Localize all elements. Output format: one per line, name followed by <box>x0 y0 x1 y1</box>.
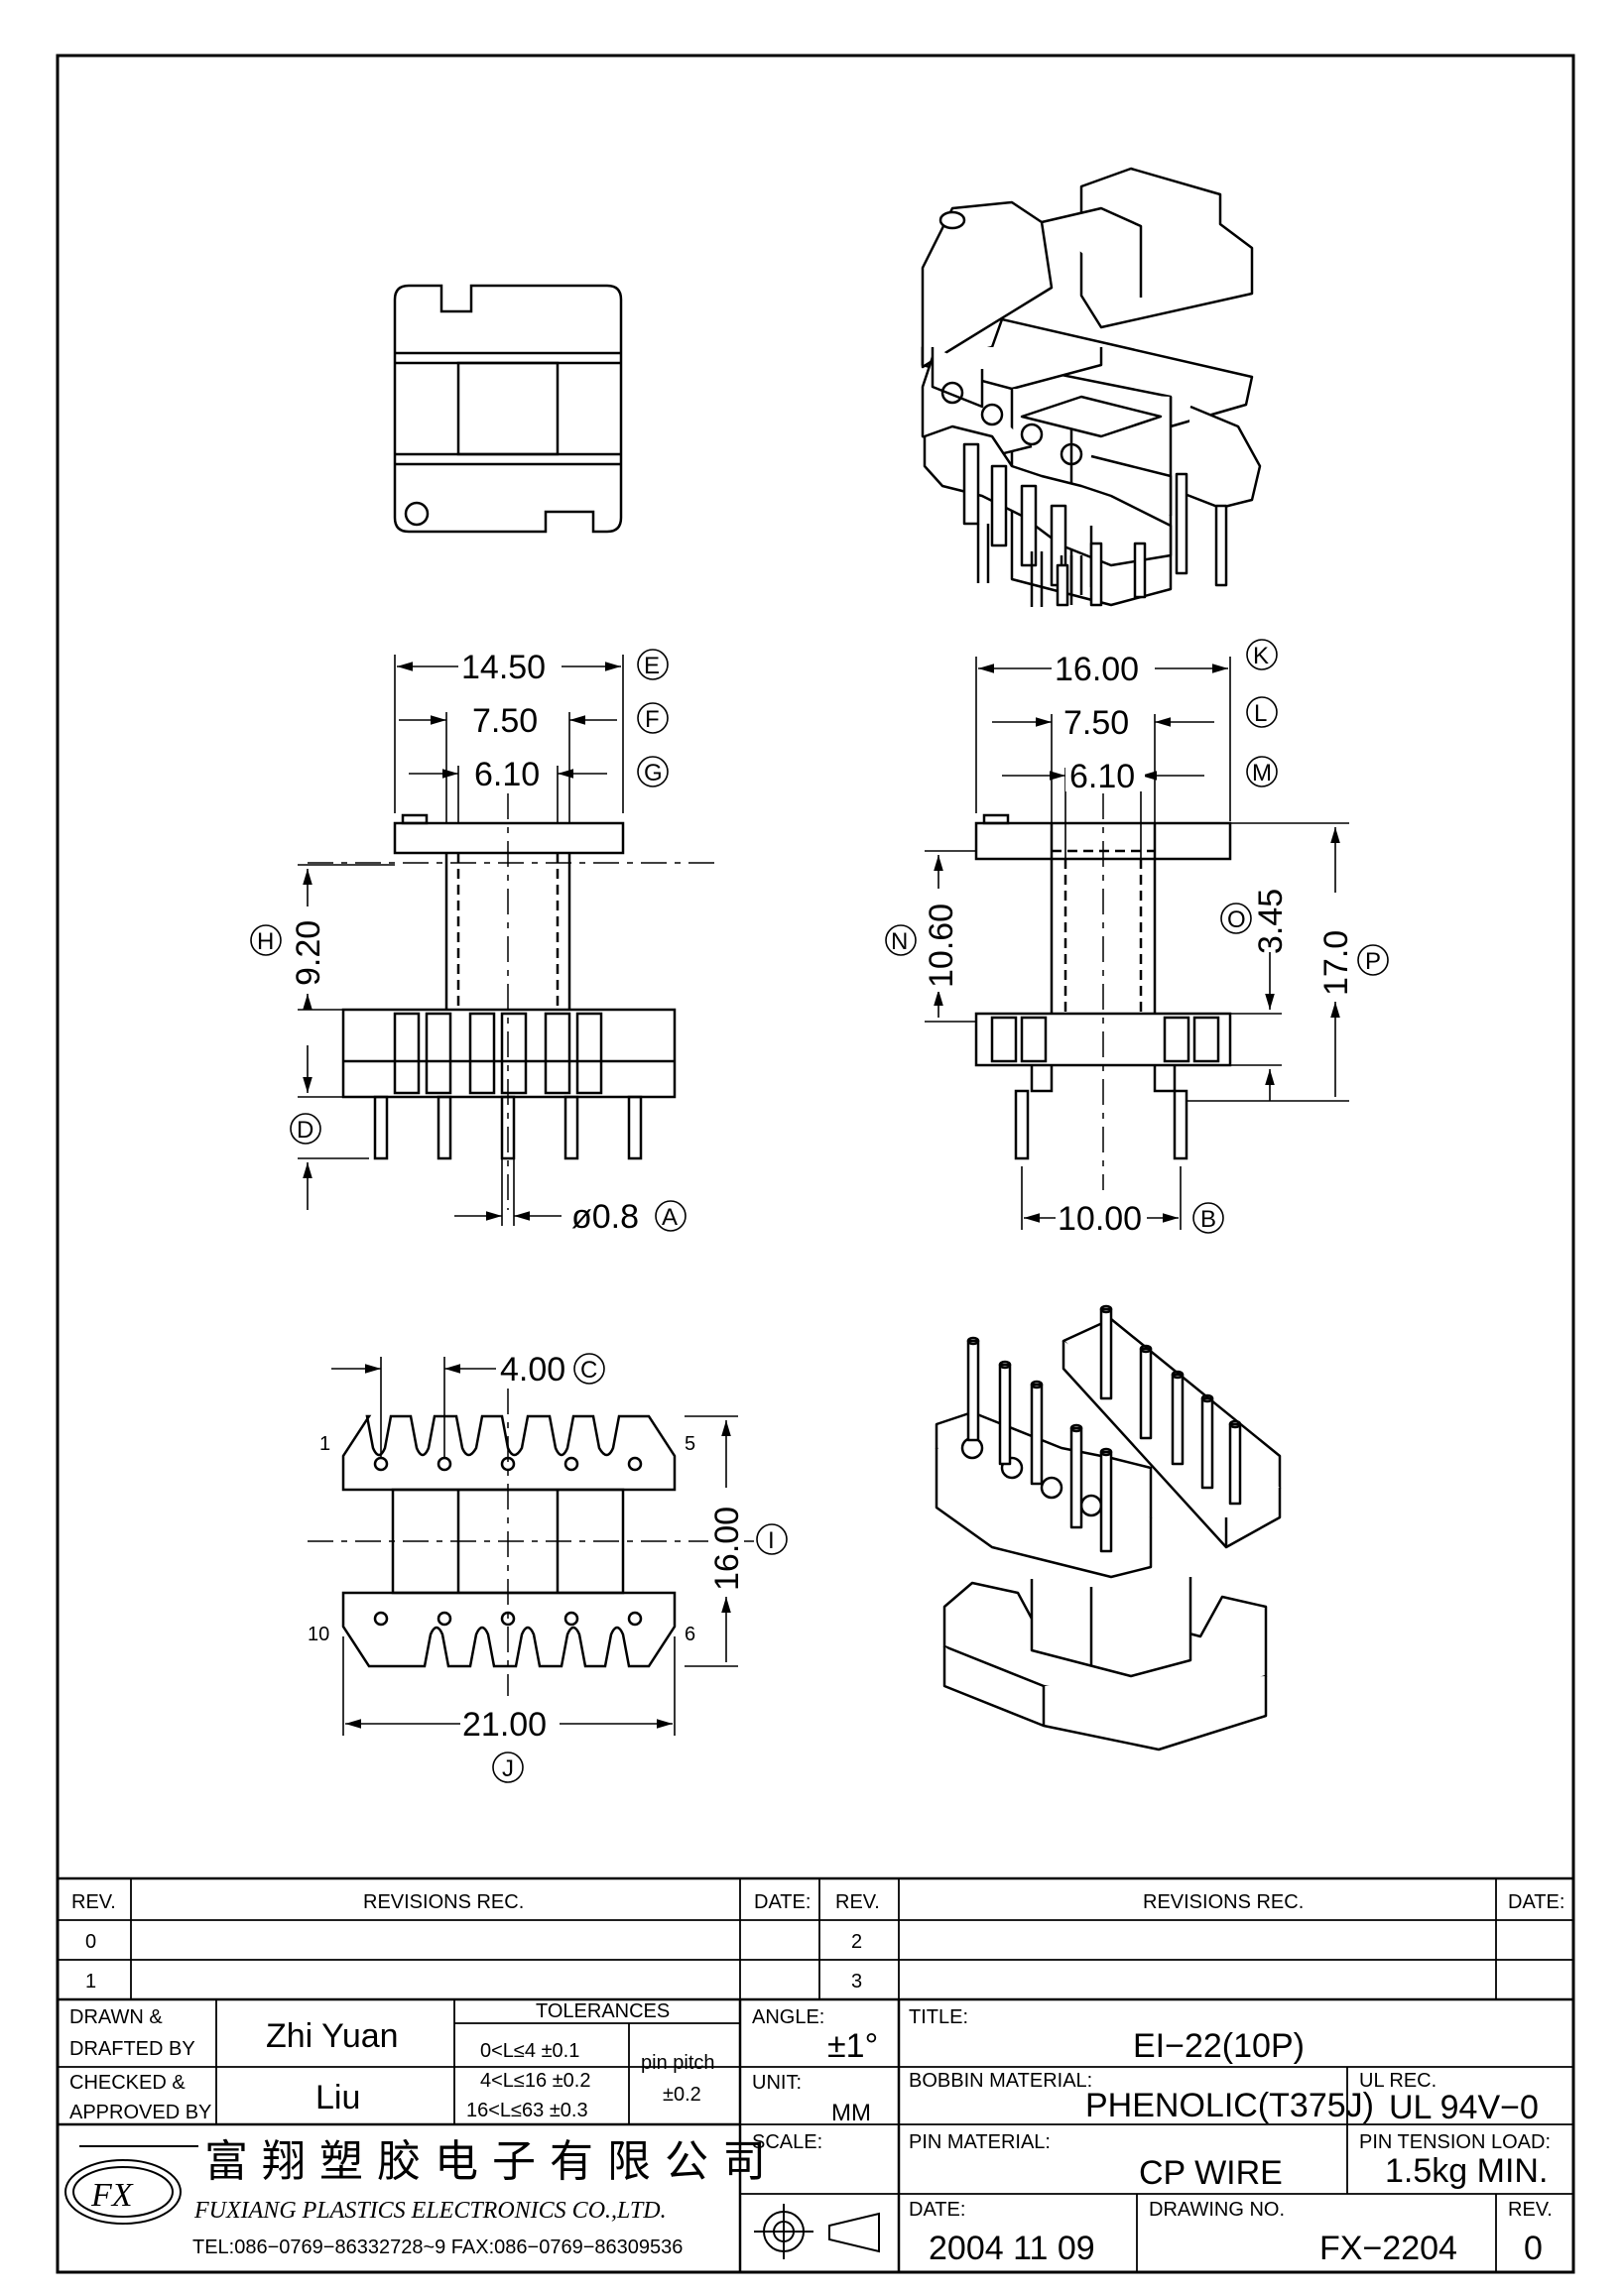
dim-p-text: 17.0 <box>1317 930 1355 996</box>
pin-material-value: CP WIRE <box>1139 2154 1283 2192</box>
label-d: D <box>297 1117 313 1144</box>
checked-by-value: Liu <box>315 2079 360 2116</box>
drawing-no-label: DRAWING NO. <box>1149 2199 1285 2221</box>
date-label: DATE: <box>909 2199 965 2221</box>
rev-label: REV. <box>1508 2199 1553 2221</box>
pin-pitch-value: ±0.2 <box>663 2084 701 2106</box>
front-view-labels: 14.50 E 7.50 F 6.10 G 9.20 H D ø0.8 A <box>250 649 687 1236</box>
label-e: E <box>644 653 660 679</box>
dim-m-text: 6.10 <box>1069 758 1135 795</box>
rev-row-0: 0 <box>85 1931 96 1953</box>
rev-header-right: REV. <box>835 1891 880 1913</box>
projection-symbol-icon <box>754 2204 880 2259</box>
dim-o-text: 3.45 <box>1252 889 1290 954</box>
dim-n-text: 10.60 <box>923 904 960 988</box>
unit-value: MM <box>831 2100 871 2126</box>
sheet-border <box>56 54 1575 2274</box>
rev-row-3: 3 <box>851 1971 862 1993</box>
company-name-en: FUXIANG PLASTICS ELECTRONICS CO.,LTD. <box>193 2198 667 2224</box>
label-i: I <box>768 1527 775 1554</box>
revisions-header-right: REVISIONS REC. <box>1143 1891 1304 1913</box>
side-view <box>974 793 1232 1190</box>
company-name-cn: 富翔塑胶电子有限公司 <box>204 2136 780 2187</box>
drawn-label-2: DRAFTED BY <box>69 2038 195 2060</box>
dim-e-text: 14.50 <box>461 649 546 686</box>
drawing-no-value: FX−2204 <box>1319 2230 1457 2267</box>
scale-label: SCALE: <box>752 2131 822 2153</box>
dim-f-text: 7.50 <box>472 702 538 740</box>
unit-label: UNIT: <box>752 2072 802 2094</box>
drawn-label-1: DRAWN & <box>69 2006 163 2028</box>
tolerance-3: 16<L≤63 ±0.3 <box>466 2100 588 2121</box>
pin-material-label: PIN MATERIAL: <box>909 2131 1051 2153</box>
side-view-labels: 16.00 K 7.50 L 6.10 M 10.60 N 3.45 O 17.… <box>885 639 1389 1238</box>
isometric-view-bottom <box>935 1304 1282 1752</box>
date-header-left: DATE: <box>754 1891 811 1913</box>
date-value: 2004 11 09 <box>929 2230 1095 2267</box>
isometric-view-top <box>921 167 1262 607</box>
label-a: A <box>662 1204 678 1231</box>
checked-label-1: CHECKED & <box>69 2072 186 2094</box>
label-o: O <box>1227 906 1246 933</box>
rev-header-left: REV. <box>71 1891 116 1913</box>
bobbin-material-value: PHENOLIC(T375J) <box>1085 2087 1374 2124</box>
label-f: F <box>645 706 660 733</box>
dim-b-text: 10.00 <box>1058 1200 1142 1238</box>
label-m: M <box>1252 760 1272 786</box>
logo-text: FX <box>90 2177 134 2214</box>
bottom-view-dims <box>331 1357 738 1736</box>
dim-i-text: 16.00 <box>708 1507 746 1591</box>
rev-row-2: 2 <box>851 1931 862 1953</box>
date-header-right: DATE: <box>1508 1891 1564 1913</box>
company-contact: TEL:086−0769−86332728~9 FAX:086−0769−863… <box>192 2236 683 2258</box>
revisions-header-left: REVISIONS REC. <box>363 1891 524 1913</box>
dim-pin-dia-text: ø0.8 <box>571 1198 639 1236</box>
label-n: N <box>891 928 908 955</box>
dim-c-text: 4.00 <box>500 1351 565 1389</box>
pin-10-label: 10 <box>308 1624 329 1645</box>
pin-5-label: 5 <box>685 1433 695 1455</box>
pin-6-label: 6 <box>685 1624 695 1645</box>
label-h: H <box>257 928 274 955</box>
checked-label-2: APPROVED BY <box>69 2102 211 2123</box>
title-value: EI−22(10P) <box>1133 2027 1305 2065</box>
label-p: P <box>1365 948 1381 975</box>
dim-g-text: 6.10 <box>474 756 540 793</box>
pin-1-label: 1 <box>319 1433 330 1455</box>
title-label: TITLE: <box>909 2006 968 2028</box>
tolerance-1: 0<L≤4 ±0.1 <box>480 2040 579 2062</box>
tolerances-header: TOLERANCES <box>536 2000 670 2022</box>
dim-l-text: 7.50 <box>1063 704 1129 742</box>
angle-label: ANGLE: <box>752 2006 824 2028</box>
title-block-text: REV. REVISIONS REC. DATE: REV. REVISIONS… <box>69 1891 1564 2267</box>
dim-h-text: 9.20 <box>290 920 327 986</box>
company-logo: FX <box>64 2145 198 2225</box>
label-c: C <box>580 1357 597 1384</box>
tolerance-2: 4<L≤16 ±0.2 <box>480 2070 590 2092</box>
label-b: B <box>1200 1206 1216 1233</box>
label-g: G <box>644 760 663 786</box>
pin-tension-value: 1.5kg MIN. <box>1385 2152 1548 2190</box>
dim-k-text: 16.00 <box>1055 651 1139 688</box>
front-view-dims <box>298 655 624 1226</box>
title-block-grid <box>58 1876 1573 2272</box>
ul-label: UL REC. <box>1359 2070 1437 2092</box>
ul-value: UL 94V−0 <box>1389 2089 1539 2126</box>
rev-value: 0 <box>1524 2230 1543 2267</box>
bottom-view-labels: 4.00 C 1 5 10 6 16.00 I 21.00 J <box>308 1351 788 1783</box>
pin-pitch-label: pin pitch <box>641 2052 715 2074</box>
bobbin-material-label: BOBBIN MATERIAL: <box>909 2070 1092 2092</box>
label-k: K <box>1253 643 1269 669</box>
label-j: J <box>502 1755 514 1782</box>
front-view <box>308 793 714 1210</box>
rev-row-1: 1 <box>85 1971 96 1993</box>
angle-value: ±1° <box>827 2027 878 2065</box>
pin-tension-label: PIN TENSION LOAD: <box>1359 2131 1551 2153</box>
drawn-by-value: Zhi Yuan <box>266 2017 399 2055</box>
label-l: L <box>1254 700 1267 727</box>
top-view <box>393 284 623 534</box>
dim-j-text: 21.00 <box>462 1706 547 1744</box>
